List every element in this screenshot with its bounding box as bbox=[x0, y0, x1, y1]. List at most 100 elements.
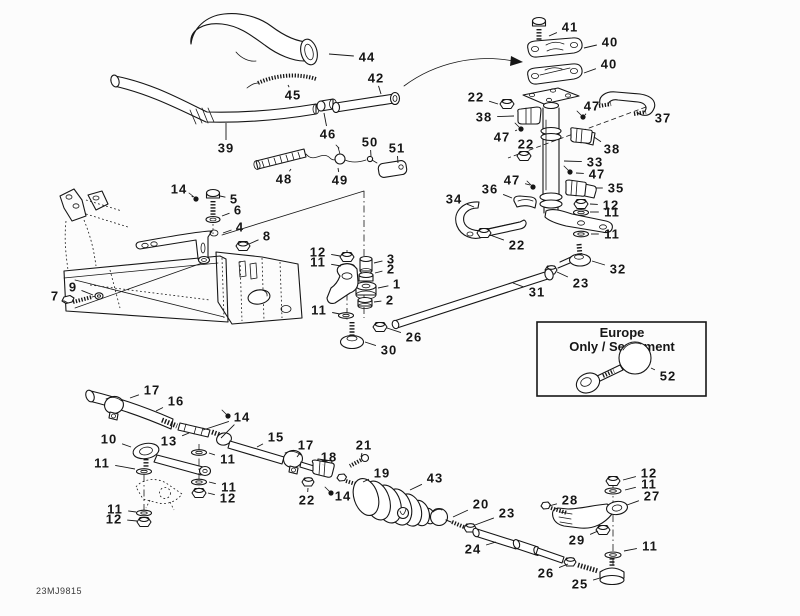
part-label-1: 1 bbox=[393, 277, 401, 292]
leader-line bbox=[452, 509, 469, 518]
part-label-11: 11 bbox=[94, 456, 110, 471]
part-label-2: 2 bbox=[387, 262, 395, 277]
part-label-6: 6 bbox=[234, 203, 242, 218]
part-label-38: 38 bbox=[604, 142, 620, 157]
nut-art bbox=[499, 98, 515, 110]
ball-joint-art bbox=[216, 432, 232, 446]
leader-line bbox=[128, 510, 137, 513]
column-flange-art bbox=[522, 87, 580, 110]
leader-line bbox=[397, 155, 399, 164]
part-label-42: 42 bbox=[368, 71, 384, 86]
part-label-47: 47 bbox=[504, 173, 520, 188]
u-bolt-art bbox=[598, 91, 656, 116]
tie-rod-art bbox=[391, 268, 554, 330]
support-bracket-group bbox=[61, 188, 251, 305]
part-label-23: 23 bbox=[499, 506, 515, 521]
leader-line bbox=[222, 229, 232, 234]
part-label-34: 34 bbox=[446, 192, 462, 207]
part-label-4: 4 bbox=[236, 220, 244, 235]
dampener-art bbox=[377, 160, 408, 178]
steering-arm-art bbox=[552, 500, 628, 529]
part-label-22: 22 bbox=[468, 90, 484, 105]
leader-line bbox=[474, 517, 495, 526]
part-label-19: 19 bbox=[374, 466, 390, 481]
part-label-12: 12 bbox=[641, 466, 657, 481]
part-label-28: 28 bbox=[562, 493, 578, 508]
part-label-21: 21 bbox=[356, 438, 372, 453]
part-label-47: 47 bbox=[589, 167, 605, 182]
part-label-35: 35 bbox=[608, 181, 624, 196]
leader-line bbox=[512, 282, 525, 288]
part-label-23: 23 bbox=[573, 276, 589, 291]
leader-line bbox=[202, 420, 230, 431]
grip-heater-art bbox=[253, 148, 307, 170]
part-label-52: 52 bbox=[660, 369, 676, 384]
part-label-40: 40 bbox=[602, 35, 618, 50]
tie-rod-end-art bbox=[557, 243, 592, 269]
leader-line bbox=[129, 394, 140, 399]
grip-tube-art bbox=[331, 91, 401, 114]
part-label-48: 48 bbox=[276, 172, 292, 187]
leader-line bbox=[524, 183, 531, 186]
part-label-12: 12 bbox=[603, 198, 619, 213]
leader-line bbox=[489, 234, 505, 241]
rod-clamp-art bbox=[311, 458, 335, 478]
part-label-18: 18 bbox=[321, 450, 337, 465]
column-clamp-art bbox=[570, 127, 596, 146]
nut-art bbox=[476, 227, 492, 239]
right-tie-rod-group bbox=[472, 475, 628, 586]
part-label-11: 11 bbox=[221, 480, 237, 495]
heater-cable-art bbox=[305, 144, 367, 165]
leader-line bbox=[624, 486, 636, 491]
part-label-11: 11 bbox=[641, 477, 657, 492]
part-label-22: 22 bbox=[518, 137, 534, 152]
part-label-16: 16 bbox=[168, 394, 184, 409]
washer-art bbox=[135, 509, 153, 517]
bolt-art bbox=[540, 501, 568, 515]
leader-line bbox=[548, 503, 558, 507]
part-label-33: 33 bbox=[587, 155, 603, 170]
screw-art bbox=[188, 192, 199, 202]
part-label-9: 9 bbox=[69, 280, 77, 295]
part-label-12: 12 bbox=[310, 245, 326, 260]
leader-line bbox=[591, 260, 606, 266]
leader-line bbox=[221, 212, 230, 217]
throttle-cable-art bbox=[257, 73, 317, 85]
part-label-17: 17 bbox=[298, 438, 314, 453]
nut-art bbox=[573, 198, 589, 210]
pitman-arm-art bbox=[326, 263, 359, 304]
part-label-12: 12 bbox=[220, 491, 236, 506]
part-label-50: 50 bbox=[362, 135, 378, 150]
leader-line bbox=[556, 271, 569, 278]
part-label-27: 27 bbox=[644, 489, 660, 504]
part-label-38: 38 bbox=[476, 110, 492, 125]
washer-art bbox=[135, 468, 153, 475]
part-label-22: 22 bbox=[509, 238, 525, 253]
part-label-11: 11 bbox=[311, 303, 327, 318]
washer-art bbox=[337, 312, 355, 319]
leader-line bbox=[583, 44, 597, 49]
nut-art bbox=[235, 240, 251, 252]
part-label-40: 40 bbox=[601, 57, 617, 72]
leader-line bbox=[219, 195, 226, 198]
mount-direction-arrow bbox=[403, 56, 523, 87]
part-label-15: 15 bbox=[268, 430, 284, 445]
part-label-31: 31 bbox=[529, 285, 545, 300]
part-label-44: 44 bbox=[359, 50, 375, 65]
leader-line bbox=[332, 312, 341, 315]
leader-line bbox=[331, 253, 341, 257]
leader-line bbox=[256, 443, 264, 448]
rod-clamp-art bbox=[282, 449, 304, 475]
leader-line bbox=[362, 478, 370, 483]
grip-end-opening bbox=[300, 38, 318, 66]
part-label-11: 11 bbox=[220, 452, 236, 467]
leader-line bbox=[331, 263, 342, 267]
leader-line bbox=[373, 260, 383, 264]
part-label-26: 26 bbox=[406, 330, 422, 345]
leader-line bbox=[181, 432, 190, 437]
axis-construction-line bbox=[221, 190, 365, 236]
screw-art bbox=[221, 409, 231, 419]
europe-box-title-line1: Europe bbox=[600, 325, 645, 340]
bushing-art bbox=[357, 296, 373, 309]
